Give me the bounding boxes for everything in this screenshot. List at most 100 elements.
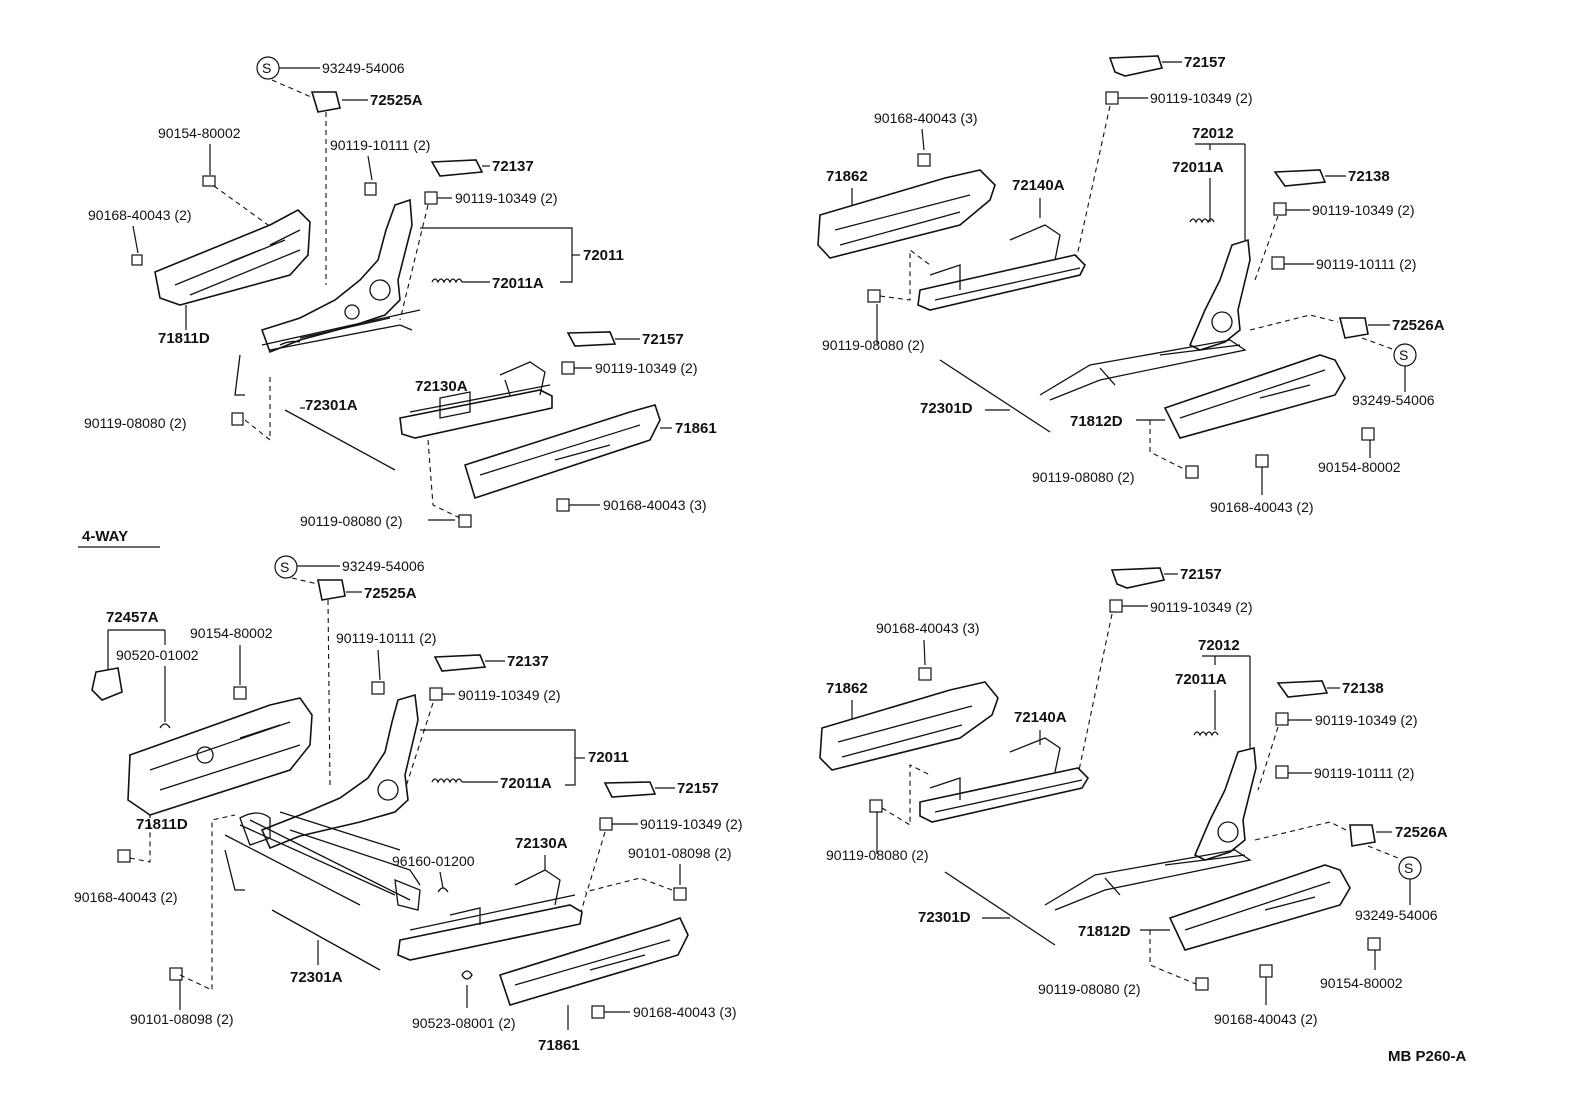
cable-icon xyxy=(944,871,1056,946)
bolt-icon xyxy=(1275,712,1289,726)
part-label: 72157 xyxy=(642,331,684,348)
seat-side-cover-icon xyxy=(817,169,996,259)
part-label: 90119-10349 (2) xyxy=(595,360,697,376)
seat-track-icon xyxy=(397,904,583,961)
part-label: 90154-80002 xyxy=(1320,975,1403,991)
bolt-icon xyxy=(1271,256,1285,270)
part-label: 71862 xyxy=(826,680,868,697)
part-label: 72525A xyxy=(370,92,423,109)
recliner-frame-icon xyxy=(260,693,419,850)
section-heading: 4-WAY xyxy=(82,528,128,545)
bolt-icon xyxy=(117,849,131,863)
bolt-icon xyxy=(917,153,931,167)
bolt-icon xyxy=(867,289,881,303)
part-label: 90154-80002 xyxy=(1318,459,1401,475)
part-label: 72012 xyxy=(1198,637,1240,654)
part-label: 72457A xyxy=(106,609,159,626)
part-label: 90119-08080 (2) xyxy=(826,847,928,863)
seat-track-icon xyxy=(917,254,1086,311)
seat-track-icon xyxy=(919,767,1090,823)
part-label: 90168-40043 (3) xyxy=(633,1004,737,1020)
bolt-icon xyxy=(202,175,216,187)
part-label: 72011A xyxy=(500,775,552,792)
part-label: 72526A xyxy=(1395,824,1448,841)
part-label: 93249-54006 xyxy=(1352,392,1435,408)
bolt-icon xyxy=(458,514,472,528)
part-label: 90119-08080 (2) xyxy=(300,513,402,529)
bolt-icon xyxy=(1275,765,1289,779)
bolt-icon xyxy=(1255,454,1269,468)
part-label: 72130A xyxy=(415,378,468,395)
recliner-frame-icon xyxy=(260,198,413,354)
part-label: 90101-08098 (2) xyxy=(130,1011,234,1027)
service-symbol-letter: S xyxy=(262,60,271,76)
part-label: 90520-01002 xyxy=(116,647,199,663)
part-label: 72525A xyxy=(364,585,417,602)
seat-track-icon xyxy=(399,389,553,439)
part-label: 90119-10111 (2) xyxy=(1314,765,1414,781)
seat-side-cover-icon xyxy=(127,697,313,816)
part-label: 93249-54006 xyxy=(1355,907,1438,923)
bolt-icon xyxy=(1273,202,1287,216)
cable-icon xyxy=(284,409,396,471)
seat-side-cover-icon xyxy=(819,681,999,771)
part-label: 71812D xyxy=(1070,413,1123,430)
part-label: 72301D xyxy=(920,400,973,417)
bolt-icon xyxy=(673,887,687,901)
part-label: 90168-40043 (2) xyxy=(74,889,178,905)
part-label: 90119-10111 (2) xyxy=(1316,256,1416,272)
part-label: 71811D xyxy=(136,816,188,833)
part-label: 93249-54006 xyxy=(342,558,425,574)
part-label: 72130A xyxy=(515,835,568,852)
bolt-icon xyxy=(169,967,183,981)
clip-icon xyxy=(1276,680,1329,698)
spring-icon xyxy=(1189,218,1215,224)
bolt-icon xyxy=(918,667,932,681)
part-label: 90119-10349 (2) xyxy=(640,816,742,832)
bolt-icon xyxy=(429,687,443,701)
service-symbol-letter: S xyxy=(1404,860,1413,876)
part-label: 90168-40043 (2) xyxy=(1214,1011,1318,1027)
part-label: 90119-10111 (2) xyxy=(330,137,430,153)
part-label: 72011A xyxy=(1172,159,1224,176)
part-label: 72138 xyxy=(1348,168,1390,185)
part-label: 90168-40043 (3) xyxy=(874,110,978,126)
spring-icon xyxy=(431,778,463,784)
part-label: 90119-08080 (2) xyxy=(84,415,186,431)
bolt-icon xyxy=(591,1005,605,1019)
part-label: 72157 xyxy=(1184,54,1226,71)
bolt-icon xyxy=(556,498,570,512)
recliner-frame-icon xyxy=(1193,746,1257,861)
part-label: 71862 xyxy=(826,168,868,185)
cable-icon xyxy=(271,909,381,971)
bolt-icon xyxy=(1109,599,1123,613)
bolt-icon xyxy=(561,361,575,375)
part-label: 90168-40043 (3) xyxy=(603,497,707,513)
part-label: 90523-08001 (2) xyxy=(412,1015,516,1031)
clip-icon xyxy=(159,723,171,729)
part-label: 72011 xyxy=(583,247,624,264)
clip-icon xyxy=(430,159,484,177)
part-label: 72301A xyxy=(305,397,358,414)
part-label: 71861 xyxy=(538,1037,580,1054)
drawing-code: MB P260-A xyxy=(1388,1048,1467,1065)
bolt-icon xyxy=(364,182,377,196)
assembly-bottom-right: 72157 90119-10349 (2) 90168-40043 (3) 72… xyxy=(819,566,1448,1027)
part-label: 72138 xyxy=(1342,680,1384,697)
bolt-icon xyxy=(233,686,247,700)
part-label: 72140A xyxy=(1014,709,1067,726)
clip-icon xyxy=(461,970,473,980)
clip-icon xyxy=(566,331,617,347)
part-label: 90119-10349 (2) xyxy=(1150,90,1252,106)
part-label: 90101-08098 (2) xyxy=(628,845,732,861)
clip-icon xyxy=(1110,567,1166,589)
part-label: 90119-10349 (2) xyxy=(1315,712,1417,728)
part-label: 90168-40043 (3) xyxy=(876,620,980,636)
part-label: 72011 xyxy=(588,749,629,766)
part-label: 71812D xyxy=(1078,923,1131,940)
part-label: 72301D xyxy=(918,909,971,926)
part-label: 71861 xyxy=(675,420,717,437)
service-symbol-letter: S xyxy=(280,559,289,575)
service-symbol-icon xyxy=(274,555,298,579)
assembly-top-right: 72157 90119-10349 (2) 90168-40043 (3) 72… xyxy=(817,54,1445,515)
